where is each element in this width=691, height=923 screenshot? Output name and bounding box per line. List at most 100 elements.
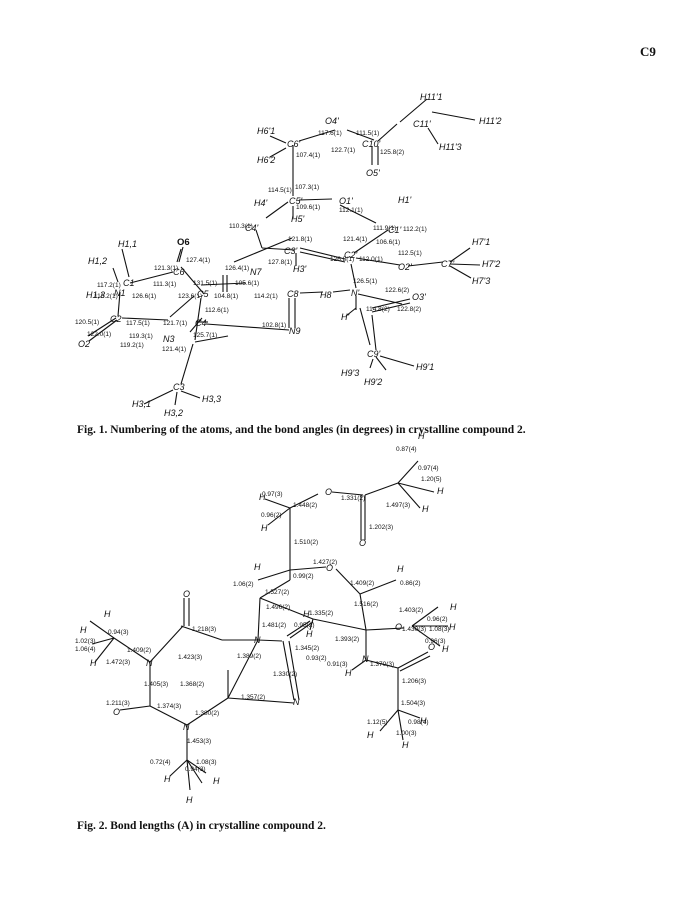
atom-label: N bbox=[362, 654, 369, 664]
angle-value: 121.8(1) bbox=[288, 236, 312, 243]
atom-label: H bbox=[367, 730, 374, 740]
atom-label: C1' bbox=[388, 225, 402, 235]
angle-value: 102.8(1) bbox=[262, 322, 286, 329]
figure1-angle-values: 117.6(1) 111.5(1) 122.7(1) 125.8(2) 107.… bbox=[75, 130, 427, 353]
atom-label: H bbox=[90, 658, 97, 668]
bond-length-value: 1.331(2) bbox=[341, 495, 365, 502]
angle-value: 112.2(1) bbox=[403, 226, 427, 233]
angle-value: 116.2(1) bbox=[94, 293, 118, 300]
atom-label: H bbox=[261, 523, 268, 533]
angle-value: 114.8(2) bbox=[366, 306, 390, 313]
angle-value: 121.7(1) bbox=[163, 320, 187, 327]
atom-label: H9'3 bbox=[341, 368, 359, 378]
angle-value: 104.8(1) bbox=[214, 293, 238, 300]
angle-value: 127.8(1) bbox=[268, 259, 292, 266]
bond-length-value: 1.427(2) bbox=[313, 559, 337, 566]
bond-length-value: 1.218(3) bbox=[192, 626, 216, 633]
atom-label: C1 bbox=[123, 278, 135, 288]
bond-length-value: 0.87(4) bbox=[396, 446, 417, 453]
atom-label: O2' bbox=[398, 262, 412, 272]
atom-label: H bbox=[213, 776, 220, 786]
angle-value: 131.5(1) bbox=[193, 280, 217, 287]
atom-label: H bbox=[418, 431, 425, 441]
bond-length-value: 1.423(3) bbox=[178, 654, 202, 661]
bond-length-value: 1.335(2) bbox=[309, 610, 333, 617]
atom-label: O bbox=[326, 563, 333, 573]
bond-length-value: 0.96(2) bbox=[261, 512, 282, 519]
angle-value: 122.8(2) bbox=[397, 306, 421, 313]
atom-label: H7'1 bbox=[472, 237, 490, 247]
bond-length-value: 0.94(3) bbox=[185, 766, 206, 773]
bond-length-value: 1.380(2) bbox=[195, 710, 219, 717]
bond-length-value: 1.20(5) bbox=[421, 476, 442, 483]
bond-length-value: 1.00(3) bbox=[396, 730, 417, 737]
angle-value: 109.6(1) bbox=[296, 204, 320, 211]
bond-length-value: 0.93(2) bbox=[306, 655, 327, 662]
atom-label: H1' bbox=[398, 195, 412, 205]
atom-label: O bbox=[183, 589, 190, 599]
angle-value: 121.4(1) bbox=[343, 236, 367, 243]
atom-label: C7' bbox=[441, 259, 455, 269]
atom-label: H bbox=[449, 622, 456, 632]
atom-label: H7'2 bbox=[482, 259, 500, 269]
angle-value: 123.6(1) bbox=[178, 293, 202, 300]
bond-length-value: 1.370(3) bbox=[370, 661, 394, 668]
bond-length-value: 0.97(4) bbox=[418, 465, 439, 472]
atom-label: H bbox=[397, 564, 404, 574]
atom-label: C6' bbox=[287, 139, 301, 149]
bond-length-value: 1.06(4) bbox=[75, 646, 96, 653]
bond-length-value: 0.98(4) bbox=[408, 719, 429, 726]
atom-label: H bbox=[164, 774, 171, 784]
atom-label: N7 bbox=[250, 267, 262, 277]
atom-label: H bbox=[442, 644, 449, 654]
bond-length-value: 1.472(3) bbox=[106, 659, 130, 666]
atom-label: H6'2 bbox=[257, 155, 275, 165]
angle-value: 126.4(1) bbox=[225, 265, 249, 272]
angle-value: 105.6(1) bbox=[235, 280, 259, 287]
bond-length-value: 0.91(3) bbox=[327, 661, 348, 668]
angle-value: 112.6(1) bbox=[205, 307, 229, 314]
atom-label: O6 bbox=[177, 237, 190, 248]
atom-label: C5 bbox=[197, 289, 209, 299]
figure1-caption: Fig. 1. Numbering of the atoms, and the … bbox=[77, 424, 526, 436]
atom-label: H8 bbox=[320, 290, 332, 300]
atom-label: C6 bbox=[173, 267, 185, 277]
angle-value: 114.2(1) bbox=[254, 293, 278, 300]
bond-length-value: 1.430(3) bbox=[402, 626, 426, 633]
atom-label: H bbox=[254, 562, 261, 572]
bond-length-value: 1.345(2) bbox=[295, 645, 319, 652]
atom-label: O bbox=[113, 707, 120, 717]
bond-length-value: 0.86(2) bbox=[400, 580, 421, 587]
bond-length-value: 1.368(2) bbox=[180, 681, 204, 688]
atom-label: H1,3 bbox=[86, 290, 105, 300]
angle-value: 110.3(1) bbox=[229, 223, 253, 230]
bond-length-value: 1.453(3) bbox=[187, 738, 211, 745]
page-number: C9 bbox=[640, 44, 656, 59]
angle-value: 126.5(1) bbox=[353, 278, 377, 285]
atom-label: O bbox=[359, 538, 366, 548]
angle-value: 122.6(2) bbox=[385, 287, 409, 294]
atom-label: H bbox=[259, 492, 266, 502]
figure2-atom-labels: H H H O O H H H O H O H H H N H H N H O … bbox=[80, 431, 457, 805]
angle-value: 121.4(1) bbox=[162, 346, 186, 353]
atom-label: C11' bbox=[413, 119, 431, 129]
atom-label: C4 bbox=[195, 318, 207, 328]
bond-length-value: 0.94(3) bbox=[108, 629, 129, 636]
angle-value: 120.5(1) bbox=[75, 319, 99, 326]
atom-label: H7'3 bbox=[472, 276, 490, 286]
bond-length-value: 1.405(3) bbox=[144, 681, 168, 688]
angle-value: 125.7(1) bbox=[193, 332, 217, 339]
atom-label: H bbox=[420, 716, 427, 726]
atom-label: H bbox=[186, 795, 193, 805]
atom-label: H bbox=[450, 602, 457, 612]
angle-value: 111.3(1) bbox=[153, 281, 176, 288]
bond-length-value: 1.409(2) bbox=[350, 580, 374, 587]
angle-value: 117.2(1) bbox=[97, 282, 121, 289]
atom-label: N9 bbox=[289, 326, 301, 336]
bond-length-value: 0.96(2) bbox=[427, 616, 448, 623]
atom-label: O bbox=[428, 642, 435, 652]
atom-label: N bbox=[293, 697, 300, 707]
atom-label: H9'2 bbox=[364, 377, 382, 387]
angle-value: 126.6(1) bbox=[132, 293, 156, 300]
atom-label: H11'1 bbox=[420, 92, 443, 102]
